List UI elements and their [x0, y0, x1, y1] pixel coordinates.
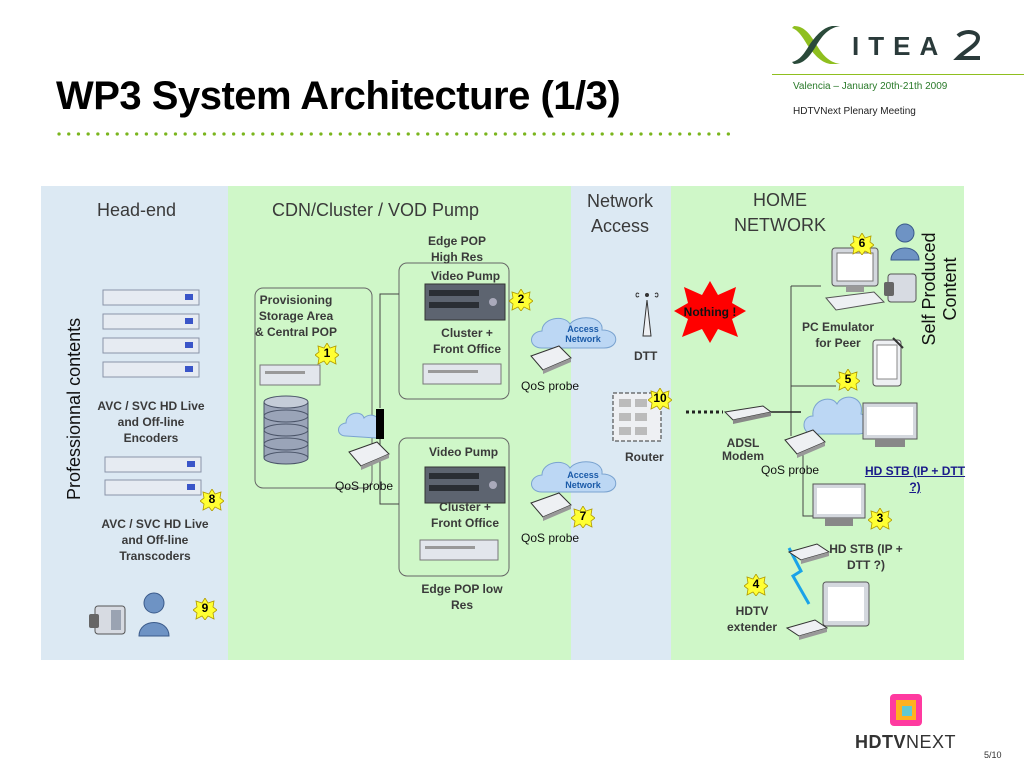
user-icon — [137, 590, 171, 638]
access-network-1-label: Access Network — [565, 324, 601, 344]
hdtvnext-logo-mark — [890, 694, 922, 726]
edge-pop-low-server — [419, 538, 499, 562]
hdtv-extender-label: HDTV extender — [726, 604, 778, 634]
qos-probe-1-label: QoS probe — [521, 379, 580, 393]
hd-tv-ip-icon — [861, 401, 919, 449]
self-produced-content-label: Self Produced Content — [919, 232, 960, 346]
dtt-label: DTT — [634, 349, 658, 363]
badge-1: 1 — [315, 343, 339, 365]
pc-emulator-computer-icon — [824, 246, 886, 316]
badge-7: 7 — [571, 506, 595, 528]
central-pop-server — [259, 362, 321, 388]
page-number: 5/10 — [984, 750, 1002, 760]
access-network-2-label: Access Network — [565, 470, 601, 490]
badge-10: 10 — [648, 388, 672, 410]
badge-9: 9 — [193, 598, 217, 620]
qos-probe-device-1 — [529, 344, 573, 374]
hd-tv-stb-icon — [811, 482, 867, 530]
hd-stb-link[interactable]: HD STB (IP + DTT ?) — [864, 464, 966, 494]
access-network-cloud-2 — [528, 456, 620, 496]
qos-probe-cdn-label: QoS probe — [335, 479, 394, 493]
badge-5: 5 — [836, 369, 860, 391]
encoder-rack-servers — [101, 288, 203, 382]
adsl-modem-device — [723, 404, 773, 424]
transcoders-label: AVC / SVC HD Live and Off-line Transcode… — [101, 517, 209, 563]
camera-icon — [89, 598, 129, 640]
edge-pop-high-server — [422, 362, 502, 386]
badge-8: 8 — [200, 489, 224, 511]
home-qos-probe-label: QoS probe — [761, 463, 820, 477]
zone-title-headend: Head-end — [97, 200, 177, 220]
home-user-icon — [889, 222, 921, 262]
tablet-icon — [871, 336, 905, 388]
pc-emulator-label: PC Emulator for Peer — [801, 320, 874, 350]
itea2-logo: ITEA — [792, 26, 981, 64]
header-rule — [772, 74, 1024, 75]
router-label: Router — [625, 450, 664, 464]
transcoder-rack-servers — [103, 454, 205, 498]
badge-3: 3 — [868, 508, 892, 530]
cdn-cloud-icon — [336, 406, 386, 442]
qos-probe-device-2 — [529, 491, 573, 521]
dtt-antenna-icon — [635, 286, 659, 338]
provisioning-label: Provisioning Storage Area & Central POP — [254, 293, 338, 339]
home-qos-probe-device — [783, 428, 827, 458]
professional-contents-label: Professionnal contents — [64, 317, 84, 500]
video-pump-1-server — [423, 282, 507, 322]
cluster-front-office-2-label: Cluster + Front Office — [431, 500, 499, 530]
home-camera-icon — [884, 266, 920, 308]
svg-text:ITEA: ITEA — [852, 31, 947, 61]
badge-6: 6 — [850, 233, 874, 255]
nothing-starburst — [674, 281, 746, 343]
badge-2: 2 — [509, 289, 533, 311]
hd-stb-label: HD STB (IP + DTT ?) — [829, 542, 903, 572]
hdtvnext-brand: HDTVNEXT — [855, 732, 957, 752]
zone-title-network-access: Network Access — [586, 191, 653, 237]
title-dotted-rule — [57, 132, 736, 136]
hdtv-extender-sender — [787, 542, 831, 566]
video-pump-1-label: Video Pump — [431, 269, 501, 283]
qos-probe-device-cdn — [347, 440, 391, 470]
adsl-modem-label: ADSL Modem — [722, 436, 764, 464]
architecture-diagram: Head-end CDN/Cluster / VOD Pump Network … — [41, 186, 966, 660]
encoders-label: AVC / SVC HD Live and Off-line Encoders — [97, 399, 205, 445]
qos-probe-2-label: QoS probe — [521, 531, 580, 545]
slide-title: WP3 System Architecture (1/3) — [56, 74, 621, 118]
access-network-cloud-1 — [528, 312, 620, 352]
storage-database-icon — [261, 394, 311, 466]
edge-pop-high-label: Edge POP High Res — [427, 234, 486, 264]
edge-pop-low-label: Edge POP low Res — [421, 582, 503, 612]
nothing-label: Nothing ! — [683, 305, 737, 319]
hdtv-extender-receiver — [785, 618, 829, 642]
meeting-name: HDTVNext Plenary Meeting — [793, 106, 916, 117]
video-pump-2-label: Video Pump — [429, 445, 499, 459]
hdtv-extender-tv-icon — [815, 580, 871, 640]
cluster-front-office-1-label: Cluster + Front Office — [433, 326, 501, 356]
badge-4: 4 — [744, 574, 768, 596]
meeting-date: Valencia – January 20th-21th 2009 — [793, 81, 948, 92]
zone-title-home-network: HOME NETWORK — [734, 190, 826, 236]
zone-headend — [41, 186, 228, 660]
zone-title-cdn: CDN/Cluster / VOD Pump — [272, 200, 480, 220]
video-pump-2-server — [423, 465, 507, 505]
